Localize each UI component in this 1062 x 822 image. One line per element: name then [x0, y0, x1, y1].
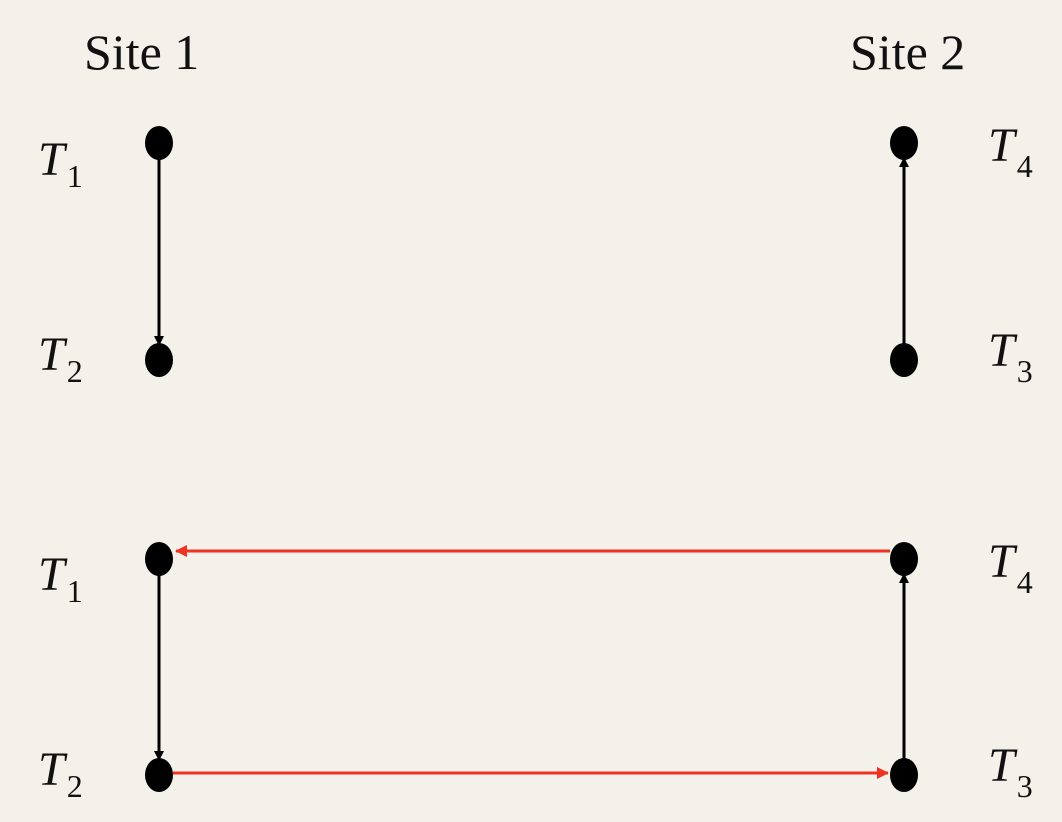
site-2-label: Site 2	[850, 24, 965, 80]
node-t3	[890, 758, 918, 792]
label-t2: T2	[38, 328, 83, 389]
node-t4	[890, 126, 918, 160]
node-t2	[145, 343, 173, 377]
local-wait-for-graphs: T1 T2 T4 T3	[38, 119, 1033, 389]
node-t3	[890, 343, 918, 377]
label-t3: T3	[988, 739, 1033, 804]
node-t1	[145, 126, 173, 160]
node-t2	[145, 758, 173, 792]
label-t4: T4	[988, 535, 1033, 600]
node-t1	[145, 542, 173, 576]
label-t3: T3	[988, 324, 1033, 389]
global-wait-for-graph: T1 T2 T4 T3	[38, 535, 1033, 804]
label-t4: T4	[988, 119, 1033, 184]
label-t1: T1	[38, 548, 83, 609]
site-1-label: Site 1	[84, 24, 199, 80]
label-t1: T1	[38, 133, 83, 194]
node-t4	[890, 542, 918, 576]
label-t2: T2	[38, 743, 83, 804]
